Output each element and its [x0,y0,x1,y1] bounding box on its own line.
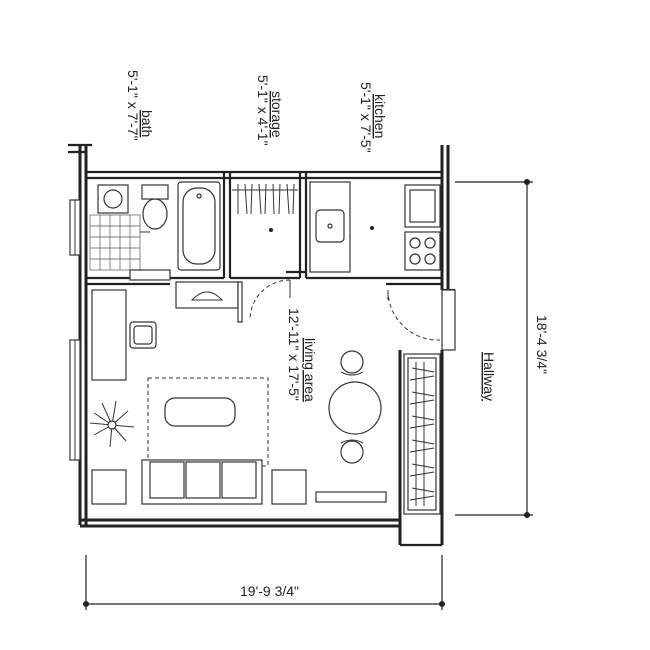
kitchen-label: kitchen 5'-1" x 7'-5" [358,82,388,153]
bath-name: bath [139,110,155,137]
plant-icon [89,400,135,448]
hallway-label: Hallway [481,352,497,401]
dimension-height [455,179,533,518]
kitchen-name: kitchen [372,94,388,138]
bath-label: bath 5'-1" x 7'-7" [125,70,155,141]
bath-room [89,181,221,281]
windows [69,199,81,461]
hallway-name: Hallway [481,352,497,401]
kitchen-room [309,181,441,273]
storage-room [232,183,298,232]
living-name: living area [302,338,318,402]
storage-size: 5'-1" x 4'-1" [255,75,271,146]
kitchen-size: 5'-1" x 7'-5" [358,82,374,153]
closet [403,353,441,515]
exterior-walls [68,143,450,547]
living-label: living area 12'-11" x 17'-5" [286,308,318,402]
living-size: 12'-11" x 17'-5" [286,308,302,401]
overall-height-text: 18'-4 3/4" [534,315,550,374]
height-label: 18'-4 3/4" [534,315,550,374]
living-room [89,279,441,505]
storage-name: storage [269,91,285,138]
bath-size: 5'-1" x 7'-7" [125,70,141,141]
storage-label: storage 5'-1" x 4'-1" [255,75,285,146]
overall-width-text: 19'-9 3/4" [240,583,299,599]
dimension-width [83,555,445,610]
